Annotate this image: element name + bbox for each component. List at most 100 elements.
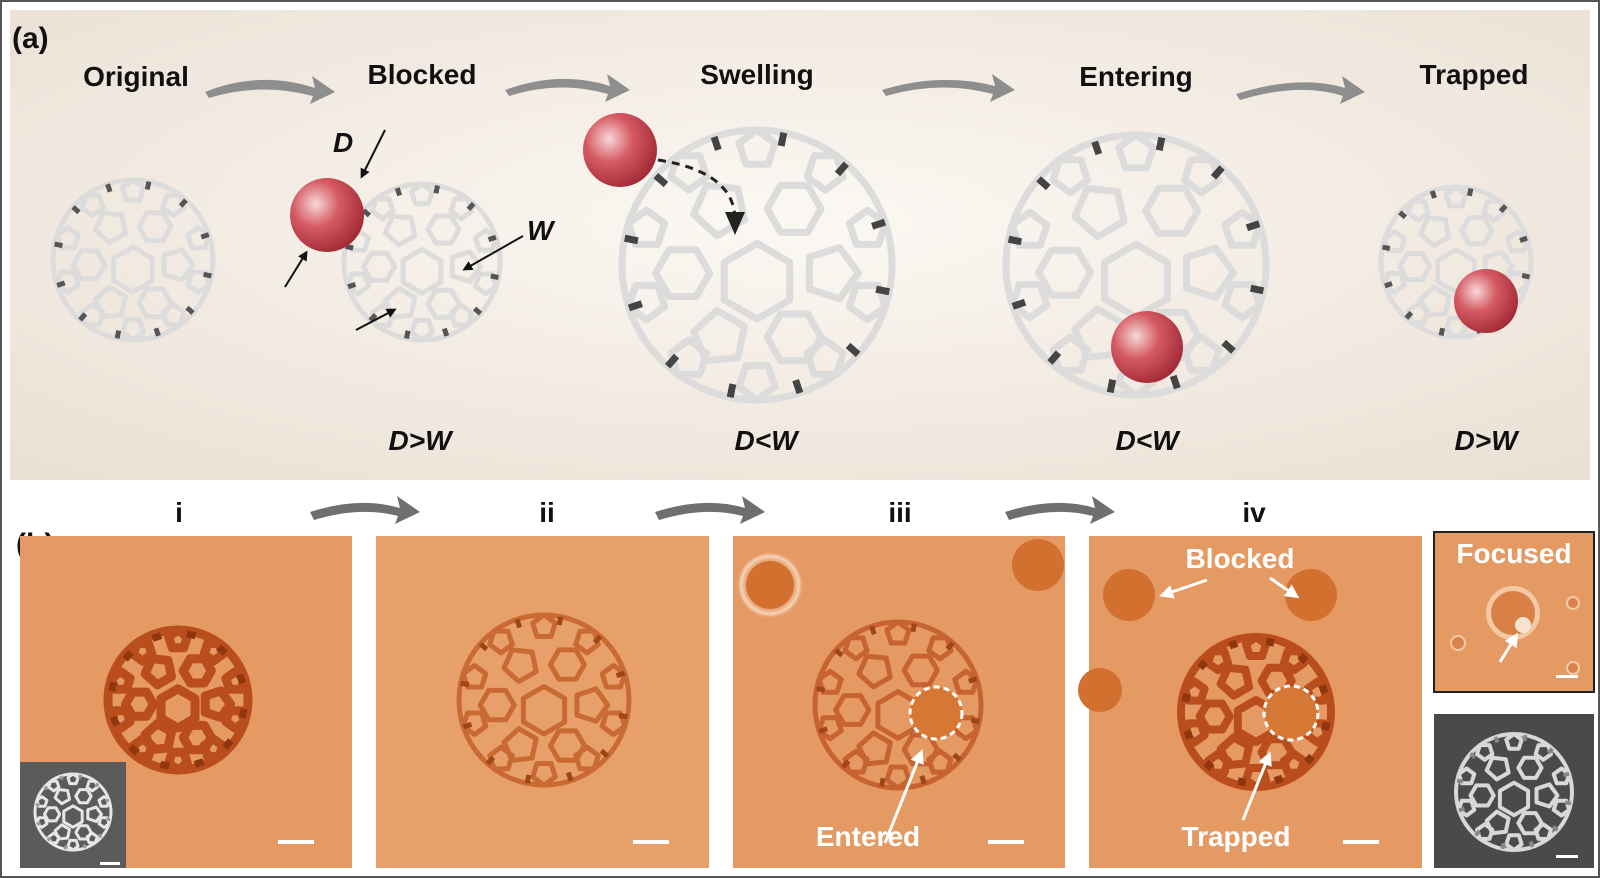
- cage-strut: [110, 715, 120, 727]
- cage-strut: [845, 342, 861, 358]
- cage-strut: [1381, 244, 1391, 252]
- cage-face-outer: [1475, 743, 1495, 762]
- cage-face-outer: [884, 764, 912, 791]
- condition-entering: D<W: [1116, 425, 1182, 456]
- cage-strut: [1273, 774, 1284, 785]
- cage-strut: [952, 752, 962, 762]
- cage-face-outer: [884, 619, 912, 646]
- arrow-b-3: [1005, 496, 1115, 524]
- stage-label-trapped: Trapped: [1420, 59, 1529, 90]
- cage-strut: [871, 218, 887, 230]
- cage-strut: [777, 131, 788, 147]
- cage-strut: [106, 817, 111, 822]
- cage-strut: [1007, 235, 1023, 246]
- cage-strut: [970, 717, 980, 724]
- scale-bar-sem-i: [100, 862, 120, 865]
- cage-strut: [238, 708, 248, 719]
- cage-strut: [1519, 235, 1528, 243]
- stage-label-blocked: Blocked: [368, 59, 477, 90]
- cage-strut: [54, 241, 63, 249]
- cage-face-outer: [573, 744, 601, 772]
- cage-face-inner: [92, 210, 129, 246]
- cage-original: [50, 177, 216, 343]
- cage-face-outer: [185, 225, 212, 251]
- cage-face-inner: [690, 307, 748, 365]
- annotation-focused: Focused: [1456, 538, 1571, 569]
- focused-bead-1: [1450, 635, 1466, 651]
- cage-strut: [792, 379, 804, 395]
- cage-strut: [56, 280, 66, 288]
- focused-bead-2: [1566, 596, 1580, 610]
- cage-face-outer: [119, 177, 147, 203]
- cage-face-outer: [35, 816, 49, 829]
- cage-face-inner: [1484, 755, 1511, 782]
- cage-strut: [834, 648, 844, 658]
- cage-face-inner: [547, 647, 587, 682]
- cage-strut: [710, 135, 722, 151]
- annotation-blocked: Blocked: [1186, 543, 1295, 574]
- cage-strut: [487, 234, 497, 243]
- cage-strut: [94, 782, 100, 788]
- condition-swelling: D<W: [735, 425, 801, 456]
- cage-face-inner: [74, 788, 93, 805]
- trapped-circle: [1262, 684, 1320, 742]
- cage-hex-center: [520, 683, 568, 737]
- cage-strut: [114, 330, 122, 339]
- cage-strut: [1047, 350, 1062, 365]
- cage-strut: [1438, 327, 1446, 337]
- cage-face-outer: [1204, 647, 1233, 675]
- cage-strut: [433, 185, 440, 194]
- particle-entering: [1111, 311, 1183, 383]
- stage-label-original: Original: [83, 61, 189, 92]
- cage-strut: [43, 785, 49, 791]
- cage-face-inner: [136, 286, 174, 320]
- cage-strut: [1197, 659, 1209, 671]
- cage-face-inner: [1183, 244, 1237, 301]
- cage-strut: [466, 201, 476, 212]
- cage-face-outer: [530, 612, 558, 639]
- cage-face-outer: [1551, 766, 1572, 786]
- cage-strut: [1429, 190, 1437, 199]
- cage-strut: [97, 833, 103, 839]
- cage-face-inner: [901, 653, 940, 688]
- cage-face-outer: [1008, 281, 1051, 322]
- dashed-entry-arrowhead: [725, 212, 745, 235]
- cage-strut: [919, 775, 927, 785]
- cage-strut: [592, 634, 603, 645]
- cage-strut: [460, 680, 470, 688]
- cage-strut: [478, 641, 489, 652]
- micrograph-i: [20, 536, 352, 868]
- cage-strut: [347, 281, 357, 290]
- entered-circle: [908, 685, 964, 741]
- cage-face-inner: [1418, 284, 1452, 318]
- panel-a-arrows: [205, 74, 1365, 104]
- cage-strut: [524, 774, 532, 784]
- cage-strut: [203, 271, 212, 279]
- cage-face-inner: [763, 310, 825, 365]
- cage-strut: [565, 771, 574, 782]
- focused-inset: Focused: [1433, 531, 1595, 693]
- particle-swelling: [583, 113, 657, 187]
- cage-strut: [1398, 210, 1408, 220]
- stage-label-entering: Entering: [1079, 61, 1193, 92]
- cage-face-outer: [448, 302, 475, 328]
- cage-face-inner: [1142, 184, 1202, 237]
- cage-strut: [404, 330, 411, 339]
- cage-strut: [627, 300, 643, 312]
- cage-face-outer: [842, 635, 870, 662]
- cage-hex-center: [720, 239, 794, 323]
- cage-strut: [151, 632, 163, 642]
- cage-strut: [1221, 339, 1236, 354]
- cage-face-outer: [1180, 333, 1223, 374]
- cage-face-outer: [1504, 833, 1524, 852]
- cage-face-outer: [735, 362, 779, 404]
- cage-face-inner: [574, 686, 611, 724]
- cage-face-inner: [805, 243, 862, 303]
- bead-iii-1: [746, 561, 794, 609]
- cage-strut: [1265, 637, 1275, 647]
- cage-face-outer: [79, 192, 106, 218]
- bead-iv-2: [1285, 569, 1337, 621]
- cage-face-outer: [952, 668, 980, 695]
- cage-face-outer: [816, 715, 844, 742]
- cage-face-outer: [845, 206, 889, 248]
